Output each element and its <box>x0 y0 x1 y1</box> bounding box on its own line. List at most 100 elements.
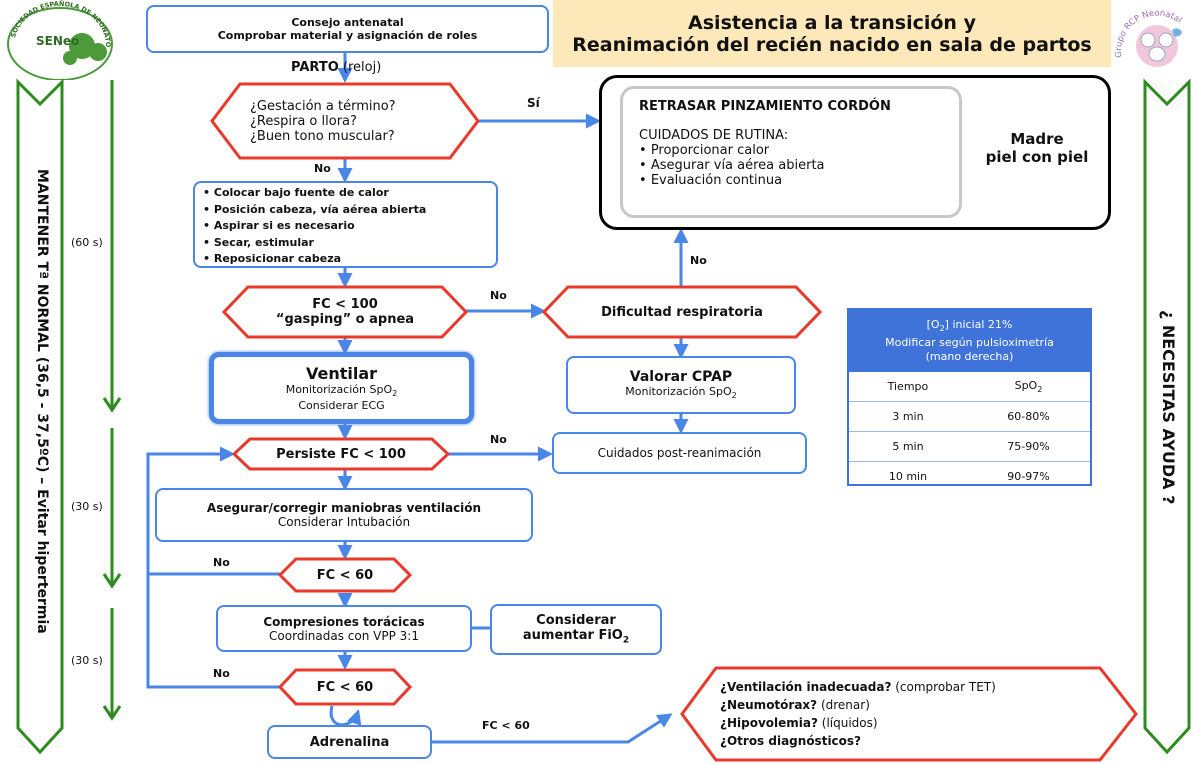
routine-item-via-aerea: Asegurar vía aérea abierta <box>639 158 943 173</box>
ventilar-monitor-sub: 2 <box>392 389 398 399</box>
o2-header-sub: 2 <box>939 324 945 334</box>
arrow-adrenalina-to-diagnostics <box>432 713 673 744</box>
o2-row-tiempo: 5 min <box>849 431 967 462</box>
step-posicion: Posición cabeza, vía aérea abierta <box>203 202 488 219</box>
dificultad-hexagon-shape <box>542 285 822 339</box>
o2-col-tiempo: Tiempo <box>887 380 929 393</box>
diag-hipovolemia-q: ¿Hipovolemia? <box>720 716 818 730</box>
cpap-title: Valorar CPAP <box>629 369 733 386</box>
diag-otros: ¿Otros diagnósticos? <box>720 732 996 750</box>
label-no-4: No <box>490 433 507 446</box>
fc100-line2: “gasping” o apnea <box>275 312 415 327</box>
question-gestacion: ¿Gestación a término? <box>250 98 396 114</box>
ventilar-monitor: Monitorización SpO2 <box>286 383 397 398</box>
timeline-arrows <box>102 80 122 721</box>
diag-ventilacion-note: (comprobar TET) <box>891 680 996 694</box>
loop-fc60-no <box>146 446 280 576</box>
asegurar-line2: Considerar Intubación <box>277 515 411 529</box>
right-side-text: ¿ NECESITAS AYUDA ? <box>1159 310 1178 505</box>
initial-steps-list: Colocar bajo fuente de calor Posición ca… <box>203 185 488 268</box>
o2-row-spo2: 75-90% <box>966 431 1090 462</box>
step-aspirar: Aspirar si es necesario <box>203 218 488 235</box>
o2-row: 5 min 75-90% <box>849 431 1090 462</box>
seneo-logo: SOCIEDAD ESPAÑOLA DE NEONATOLOGÍA SENeo <box>0 0 120 81</box>
question-hexagon-shape <box>210 82 480 160</box>
diag-otros-q: ¿Otros diagnósticos? <box>720 734 862 748</box>
ventilar-ecg: Considerar ECG <box>298 398 385 412</box>
o2-table-head-row: Tiempo SpO2 <box>849 372 1090 402</box>
o2-col-spo2-sub: 2 <box>1037 385 1043 395</box>
o2-col-spo2-text: SpO <box>1014 378 1038 392</box>
madre-line2: piel con piel <box>985 148 1089 166</box>
time-30s-a: (30 s) <box>71 500 103 513</box>
consejo-box: Consejo antenatal Comprobar material y a… <box>146 5 549 53</box>
left-side-text: MANTENER Tª NORMAL (36,5 - 37,5ºC) – Evi… <box>34 169 50 634</box>
parto-word: PARTO <box>291 60 339 75</box>
step-secar: Secar, estimular <box>203 235 488 252</box>
question-tono: ¿Buen tono muscular? <box>250 128 395 144</box>
diagnostics-hexagon-shape <box>680 666 1138 762</box>
asegurar-box: Asegurar/corregir maniobras ventilación … <box>155 488 533 542</box>
question-hexagon: ¿Gestación a término? ¿Respira o llora? … <box>250 86 450 156</box>
o2-row-tiempo: 3 min <box>849 401 967 432</box>
o2-row: 3 min 60-80% <box>849 401 1090 432</box>
o2-row: 10 min 90-97% <box>849 461 1090 491</box>
loop-fc60b-no <box>146 574 280 689</box>
label-no-1: No <box>314 162 331 175</box>
routine-care-panel: RETRASAR PINZAMIENTO CORDÓN CUIDADOS DE … <box>599 75 1111 230</box>
o2-header-open: [O <box>926 317 940 331</box>
diag-neumotorax-note: (drenar) <box>817 698 870 712</box>
madre-line1: Madre <box>1010 130 1064 148</box>
routine-item-evaluacion: Evaluación continua <box>639 173 943 188</box>
rcp-logo: Grupo RCP Neonatal <box>1112 0 1200 82</box>
diagnostics-list: ¿Ventilación inadecuada? (comprobar TET)… <box>720 678 996 750</box>
o2-header-line2: Modificar según pulsioximetría <box>885 336 1054 350</box>
parto-label: PARTO (reloj) <box>291 60 381 75</box>
diag-ventilacion: ¿Ventilación inadecuada? (comprobar TET) <box>720 678 996 696</box>
o2-row-tiempo: 10 min <box>849 461 967 491</box>
seneo-logo-label: SENeo <box>36 34 80 48</box>
adrenalina-box: Adrenalina <box>267 725 432 759</box>
routine-title: RETRASAR PINZAMIENTO CORDÓN <box>639 99 891 114</box>
diag-neumotorax: ¿Neumotórax? (drenar) <box>720 696 996 714</box>
routine-list: Proporcionar calor Asegurar vía aérea ab… <box>639 143 943 188</box>
diag-ventilacion-q: ¿Ventilación inadecuada? <box>720 680 892 694</box>
persiste-hexagon-shape <box>232 437 450 471</box>
compresiones-box: Compresiones torácicas Coordinadas con V… <box>216 605 472 652</box>
o2-header-line1: [O2] inicial 21% <box>927 318 1013 336</box>
cpap-monitor-text: Monitorización SpO <box>625 385 732 399</box>
label-no-3: No <box>690 254 707 267</box>
page-title-line2: Reanimación del recién nacido en sala de… <box>572 33 1092 56</box>
persiste-hexagon: Persiste FC < 100 <box>276 446 406 462</box>
label-no-6: No <box>213 667 230 680</box>
diag-neumotorax-q: ¿Neumotórax? <box>720 698 818 712</box>
routine-item-calor: Proporcionar calor <box>639 143 943 158</box>
considerar-fio2-box: Considerar aumentar FiO2 <box>490 604 662 655</box>
fc100-hexagon-shape <box>222 285 468 339</box>
step-calor: Colocar bajo fuente de calor <box>203 185 488 202</box>
time-60s: (60 s) <box>71 236 103 249</box>
consejo-line1: Consejo antenatal <box>291 16 404 29</box>
label-si: Sí <box>527 96 540 110</box>
o2-table-header: [O2] inicial 21% Modificar según pulsiox… <box>849 310 1090 372</box>
diag-hipovolemia-note: (líquidos) <box>817 716 878 730</box>
routine-subtitle: CUIDADOS DE RUTINA: <box>639 128 789 143</box>
ventilar-title: Ventilar <box>305 364 378 384</box>
cpap-monitor-sub: 2 <box>731 391 737 401</box>
ventilar-box: Ventilar Monitorización SpO2 Considerar … <box>209 352 474 424</box>
diag-hipovolemia: ¿Hipovolemia? (líquidos) <box>720 714 996 732</box>
fc60-hexagon: FC < 60 <box>316 567 374 583</box>
ventilar-monitor-text: Monitorización SpO <box>285 383 393 397</box>
cpap-monitor: Monitorización SpO2 <box>625 385 736 400</box>
compresiones-line2: Coordinadas con VPP 3:1 <box>269 628 419 643</box>
considerar-line1: Considerar <box>536 613 616 629</box>
question-respira: ¿Respira o llora? <box>250 113 357 129</box>
fc60b-hexagon: FC < 60 <box>316 679 374 695</box>
initial-steps-box: Colocar bajo fuente de calor Posición ca… <box>193 181 498 268</box>
o2-row-spo2: 90-97% <box>966 461 1090 491</box>
o2-row-spo2: 60-80% <box>966 401 1090 432</box>
considerar-line2-text: aumentar FiO <box>522 628 623 644</box>
loop-adrenalina-curl <box>329 705 362 727</box>
routine-care-inner: RETRASAR PINZAMIENTO CORDÓN CUIDADOS DE … <box>620 86 962 218</box>
